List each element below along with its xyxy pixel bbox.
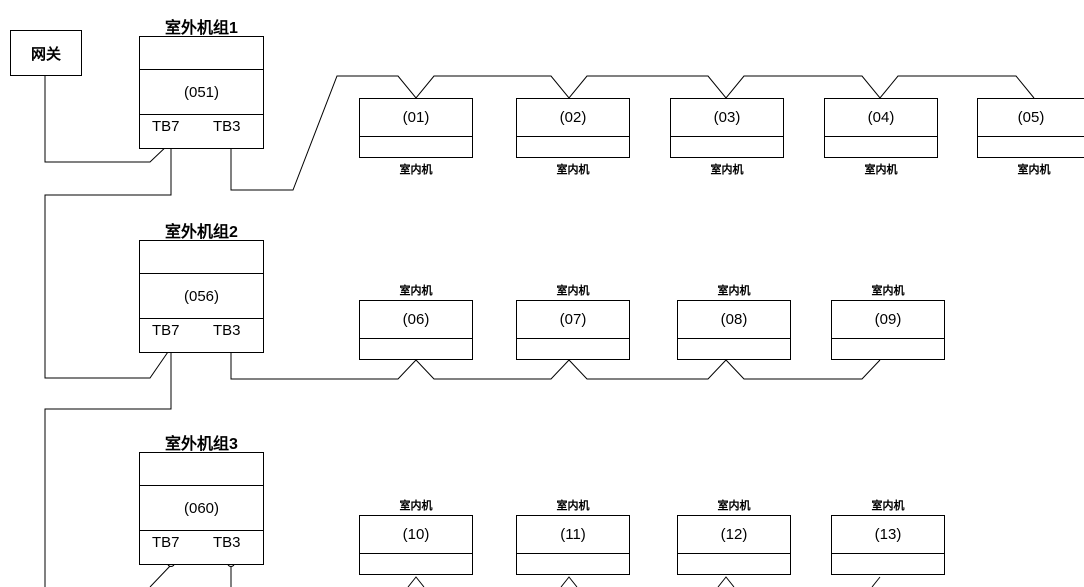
wire-idu-12-stub <box>717 576 735 587</box>
indoor-unit-11: (11) <box>516 515 630 575</box>
wire-idu-11-stub <box>560 576 578 587</box>
indoor-unit-label: 室内机 <box>871 285 905 297</box>
tb7-label: TB7 <box>152 534 180 551</box>
indoor-unit-address: (09) <box>832 301 944 339</box>
wire-tb3-2-bus <box>230 349 881 380</box>
indoor-unit-label: 室内机 <box>556 500 590 512</box>
indoor-unit-08: (08) <box>677 300 791 360</box>
indoor-unit-label: 室内机 <box>399 164 433 176</box>
indoor-unit-address: (03) <box>671 99 783 137</box>
outdoor-unit-title: 室外机组3 <box>165 436 238 453</box>
outdoor-unit-address: (056) <box>140 274 263 319</box>
indoor-unit-07: (07) <box>516 300 630 360</box>
indoor-unit-09: (09) <box>831 300 945 360</box>
indoor-unit-label: 室内机 <box>399 500 433 512</box>
indoor-unit-06: (06) <box>359 300 473 360</box>
indoor-unit-address: (02) <box>517 99 629 137</box>
wire-idu-13-stub <box>871 576 881 587</box>
wire-gateway-to-tb7-1 <box>44 76 171 163</box>
outdoor-unit-title: 室外机组2 <box>165 224 238 241</box>
wire-tb3-1-bus <box>230 75 1035 191</box>
indoor-unit-10: (10) <box>359 515 473 575</box>
outdoor-unit-title: 室外机组1 <box>165 20 238 37</box>
indoor-unit-address: (05) <box>978 99 1084 137</box>
tb3-label: TB3 <box>213 534 241 551</box>
indoor-unit-address: (10) <box>360 516 472 554</box>
indoor-unit-05: (05) <box>977 98 1084 158</box>
indoor-unit-address: (06) <box>360 301 472 339</box>
indoor-unit-label: 室内机 <box>556 164 590 176</box>
outdoor-unit-address: (060) <box>140 486 263 531</box>
indoor-unit-label: 室内机 <box>864 164 898 176</box>
wire-tb7-3-down <box>149 564 172 587</box>
tb7-label: TB7 <box>152 118 180 135</box>
indoor-unit-label: 室内机 <box>556 285 590 297</box>
indoor-unit-address: (07) <box>517 301 629 339</box>
indoor-unit-label: 室内机 <box>717 500 751 512</box>
indoor-unit-label: 室内机 <box>1017 164 1051 176</box>
indoor-unit-04: (04) <box>824 98 938 158</box>
outdoor-unit-box: (051) TB7 TB3 <box>139 36 264 149</box>
tb7-label: TB7 <box>152 322 180 339</box>
indoor-unit-label: 室内机 <box>399 285 433 297</box>
indoor-unit-13: (13) <box>831 515 945 575</box>
gateway-box: 网关 <box>10 30 82 76</box>
gateway-label: 网关 <box>30 45 61 63</box>
outdoor-unit-box: (060) TB7 TB3 <box>139 452 264 565</box>
wire-tb7-2-down <box>44 351 172 587</box>
indoor-unit-label: 室内机 <box>717 285 751 297</box>
indoor-unit-address: (11) <box>517 516 629 554</box>
indoor-unit-12: (12) <box>677 515 791 575</box>
indoor-unit-address: (04) <box>825 99 937 137</box>
indoor-unit-address: (13) <box>832 516 944 554</box>
indoor-unit-02: (02) <box>516 98 630 158</box>
wire-tb7-1-down <box>44 146 172 379</box>
indoor-unit-address: (01) <box>360 99 472 137</box>
outdoor-unit-box: (056) TB7 TB3 <box>139 240 264 353</box>
indoor-unit-label: 室内机 <box>710 164 744 176</box>
indoor-unit-03: (03) <box>670 98 784 158</box>
indoor-unit-label: 室内机 <box>871 500 905 512</box>
wire-idu-10-stub <box>407 576 425 587</box>
indoor-unit-01: (01) <box>359 98 473 158</box>
tb3-label: TB3 <box>213 118 241 135</box>
indoor-unit-address: (08) <box>678 301 790 339</box>
outdoor-unit-address: (051) <box>140 70 263 115</box>
tb3-label: TB3 <box>213 322 241 339</box>
indoor-unit-address: (12) <box>678 516 790 554</box>
